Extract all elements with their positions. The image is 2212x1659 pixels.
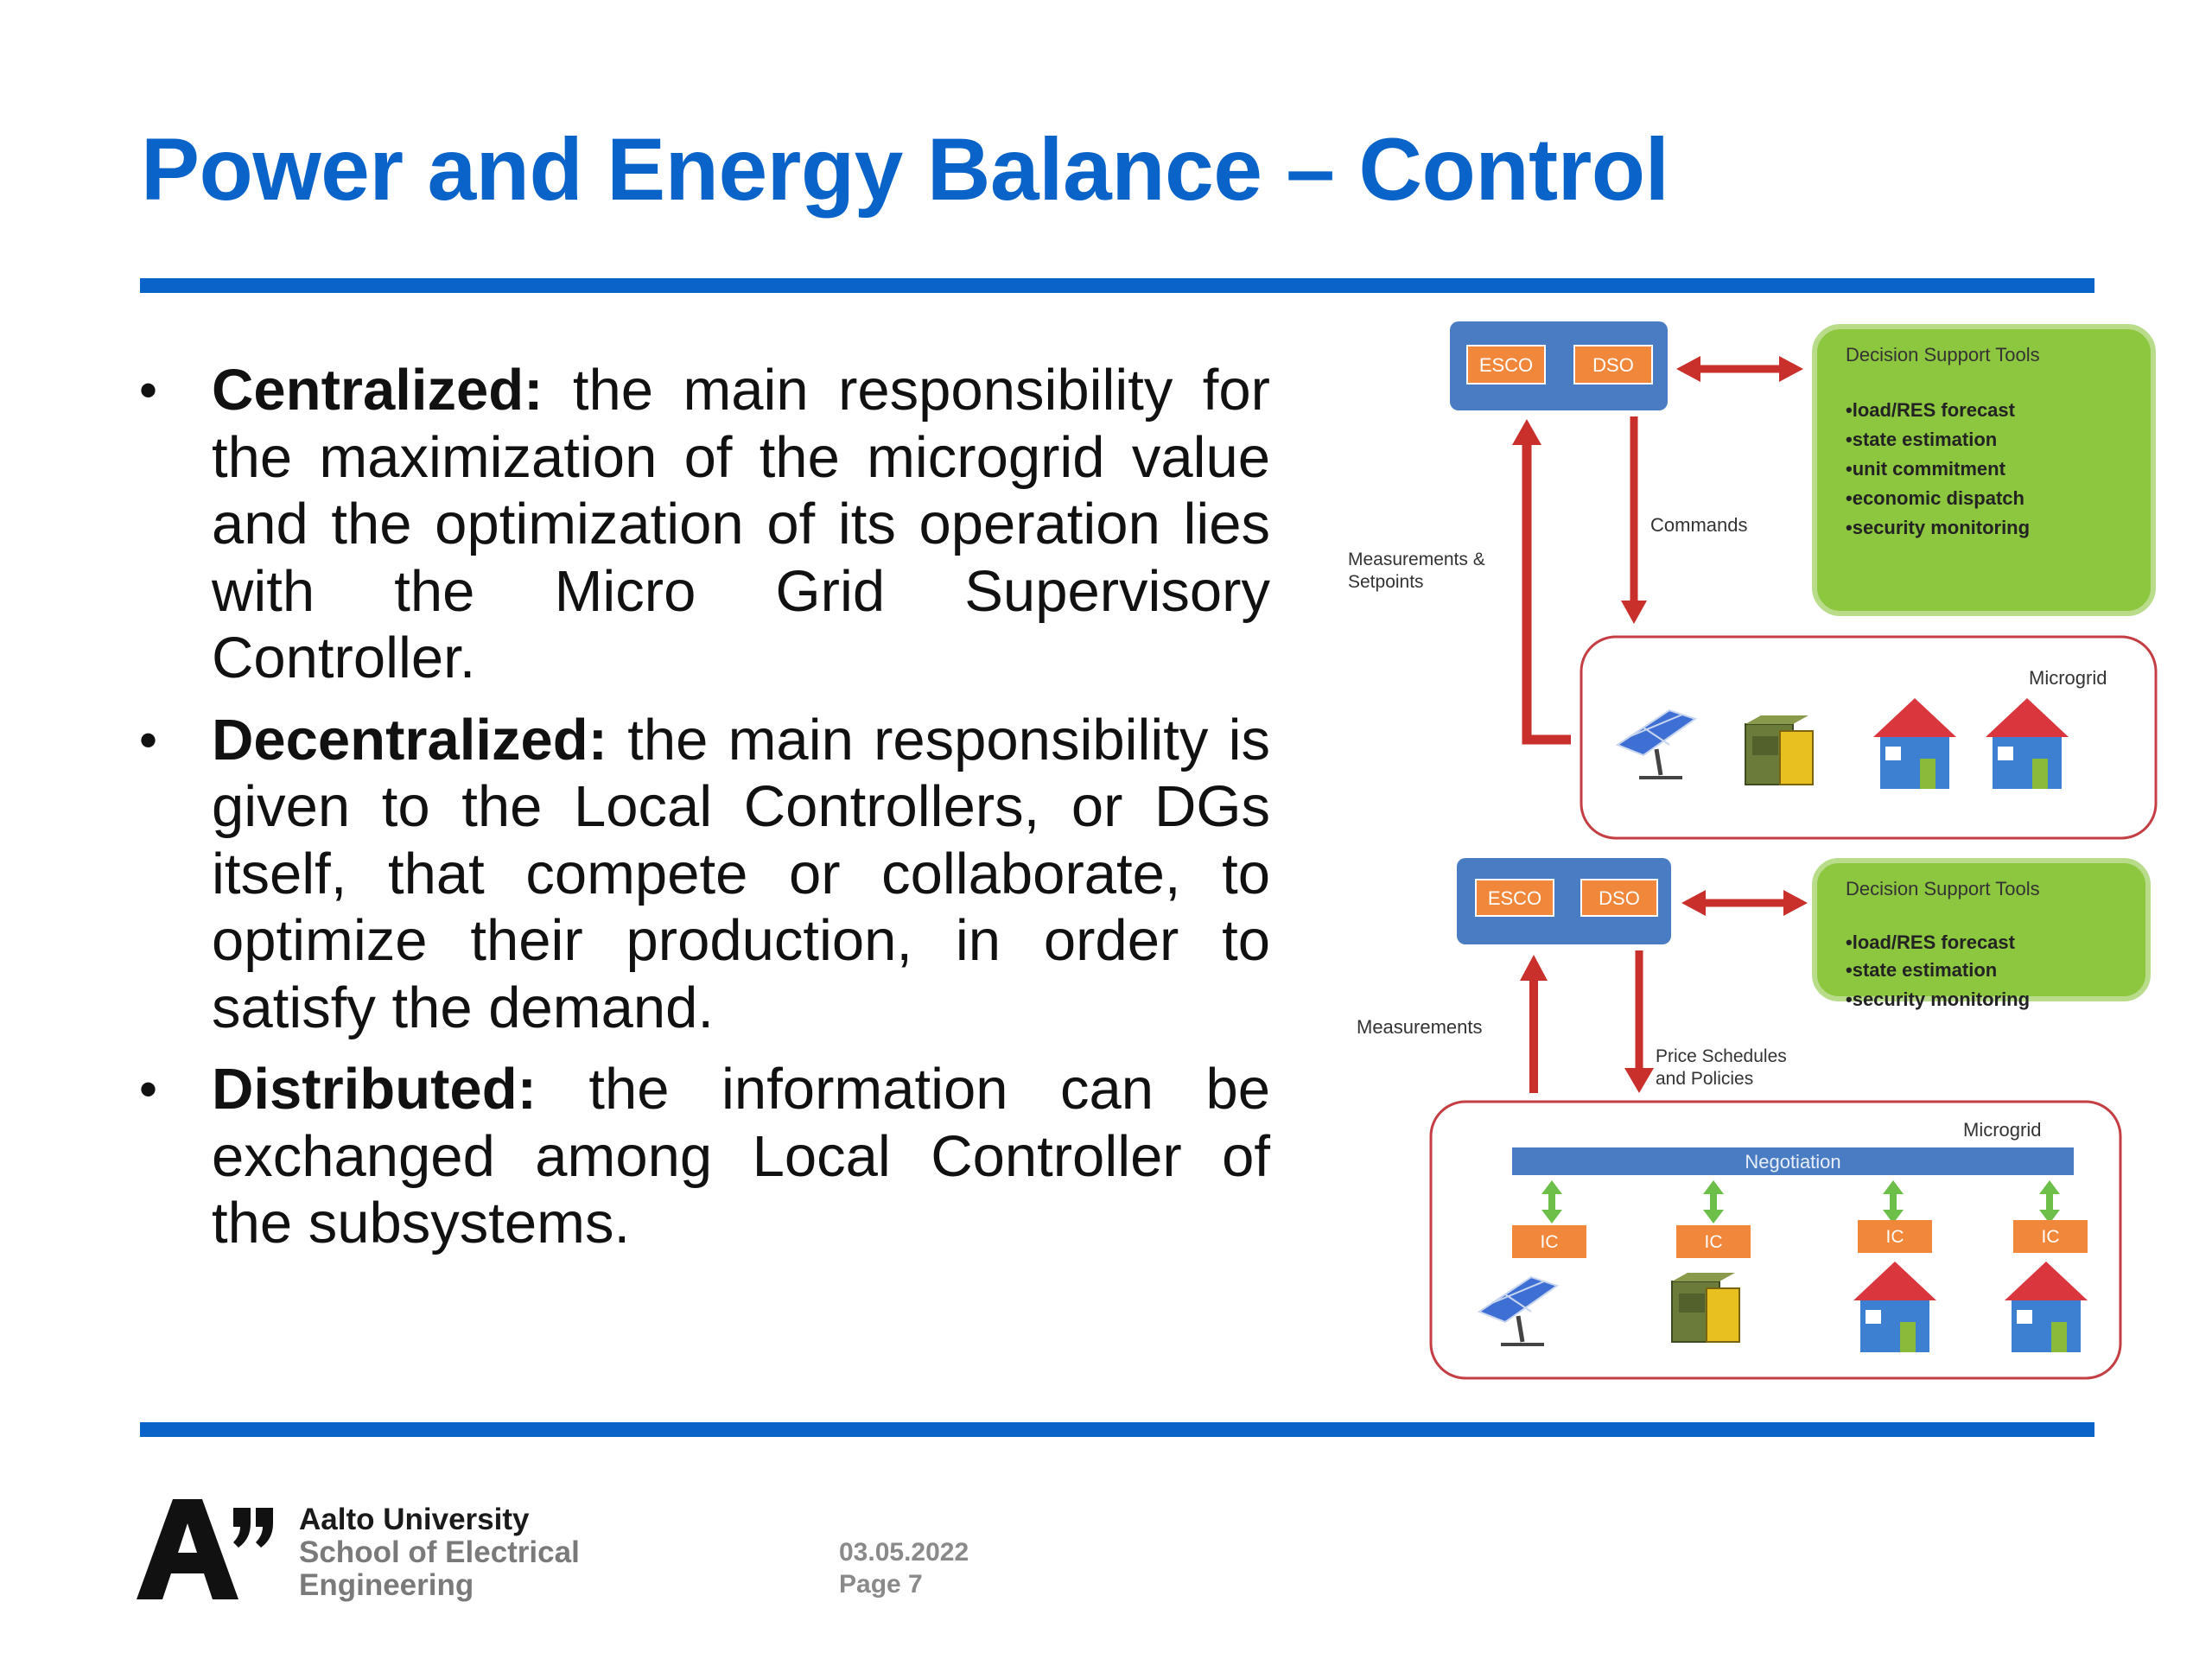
bullet-term: Distributed: [212, 1057, 537, 1122]
ic-badge [1512, 1225, 1586, 1258]
bottom-measurements-arrow [1520, 955, 1548, 1093]
top-setpoints-label: Setpoints [1348, 572, 1424, 592]
bottom-dst-item: •state estimation [1846, 959, 1997, 981]
bottom-dso-badge [1580, 879, 1658, 917]
top-double-arrow [1676, 356, 1803, 382]
bottom-price-label: Price Schedules [1656, 1046, 1787, 1066]
control-diagram: ESCO DSO Decision Support Tools •load/RE… [1348, 321, 2158, 1380]
top-esco-label: ESCO [1479, 354, 1533, 376]
bullet-centralized: • Centralized: the main responsibility fo… [130, 357, 1270, 692]
ic-label: IC [1705, 1232, 1723, 1252]
top-microgrid-label: Microgrid [2029, 667, 2107, 689]
bullet-distributed: • Distributed: the information can be exc… [130, 1056, 1270, 1257]
bullet-text: the information can be exchanged among L… [212, 1057, 1270, 1255]
ic-badge [2013, 1220, 2088, 1253]
top-esco-badge [1466, 345, 1546, 385]
footer-school-line2: Engineering [299, 1568, 474, 1602]
top-dst-item: •unit commitment [1846, 458, 2006, 480]
ic-badge [1858, 1220, 1932, 1253]
top-dst-item: •security monitoring [1846, 517, 2030, 538]
bottom-dst-title: Decision Support Tools [1846, 878, 2040, 899]
top-dst-item: •state estimation [1846, 429, 1997, 450]
footer-date: 03.05.2022 [839, 1538, 969, 1567]
bottom-esco-badge [1475, 879, 1554, 917]
top-dst-title: Decision Support Tools [1846, 344, 2040, 365]
page-title: Power and Energy Balance – Control [141, 120, 1669, 219]
bottom-price-arrow [1624, 950, 1654, 1093]
bottom-esco-label: ESCO [1488, 887, 1541, 909]
bullet-dot: • [139, 361, 158, 419]
top-measurements-arrow [1512, 419, 1571, 745]
bottom-dso-label: DSO [1599, 887, 1640, 909]
ic-label: IC [2042, 1227, 2060, 1247]
negotiation-bar [1512, 1147, 2074, 1175]
top-dst-item: •economic dispatch [1846, 487, 2024, 509]
bottom-dst-item: •load/RES forecast [1846, 931, 2016, 953]
ic-badge [1676, 1225, 1751, 1258]
bullet-dot: • [139, 1060, 158, 1118]
ic-link-arrow [1883, 1180, 1904, 1224]
bottom-decision-support-box [1812, 858, 2151, 1001]
top-dso-label: DSO [1592, 354, 1634, 376]
top-control-box [1450, 321, 1668, 410]
bullet-term: Centralized: [212, 358, 543, 423]
top-dst-item: •load/RES forecast [1846, 399, 2016, 421]
top-decision-support-box [1812, 324, 2156, 616]
ic-label: IC [1541, 1232, 1559, 1252]
bottom-microgrid-label: Microgrid [1963, 1119, 2041, 1141]
top-dso-badge [1573, 345, 1653, 385]
negotiation-label: Negotiation [1745, 1151, 1840, 1173]
bottom-dst-item: •security monitoring [1846, 988, 2030, 1010]
ic-label: IC [1886, 1227, 1904, 1247]
top-commands-label: Commands [1650, 514, 1747, 536]
bottom-measurements-label: Measurements [1357, 1016, 1483, 1038]
top-commands-arrow [1621, 416, 1647, 624]
footer-university: Aalto University [299, 1503, 530, 1536]
bullet-decentralized: • Decentralized: the main responsibility … [130, 707, 1270, 1042]
bottom-double-arrow [1681, 890, 1808, 916]
footer-school-line1: School of Electrical [299, 1535, 580, 1569]
footer-page-number: Page 7 [839, 1570, 923, 1599]
bullet-term: Decentralized: [212, 707, 607, 772]
ic-link-arrow [1541, 1180, 1562, 1224]
ic-link-arrow [1703, 1180, 1724, 1224]
bottom-policies-label: and Policies [1656, 1069, 1753, 1089]
bottom-divider [140, 1422, 2094, 1437]
ic-link-arrow [2039, 1180, 2060, 1224]
bullet-text: the main responsibility for the maximiza… [212, 358, 1270, 690]
top-measurements-label: Measurements & [1348, 550, 1485, 569]
bullet-dot: • [139, 710, 158, 769]
bullet-text: the main responsibility is given to the … [212, 707, 1270, 1040]
bullet-list: • Centralized: the main responsibility fo… [130, 357, 1270, 1272]
aalto-logo [137, 1499, 273, 1599]
top-divider [140, 278, 2094, 293]
